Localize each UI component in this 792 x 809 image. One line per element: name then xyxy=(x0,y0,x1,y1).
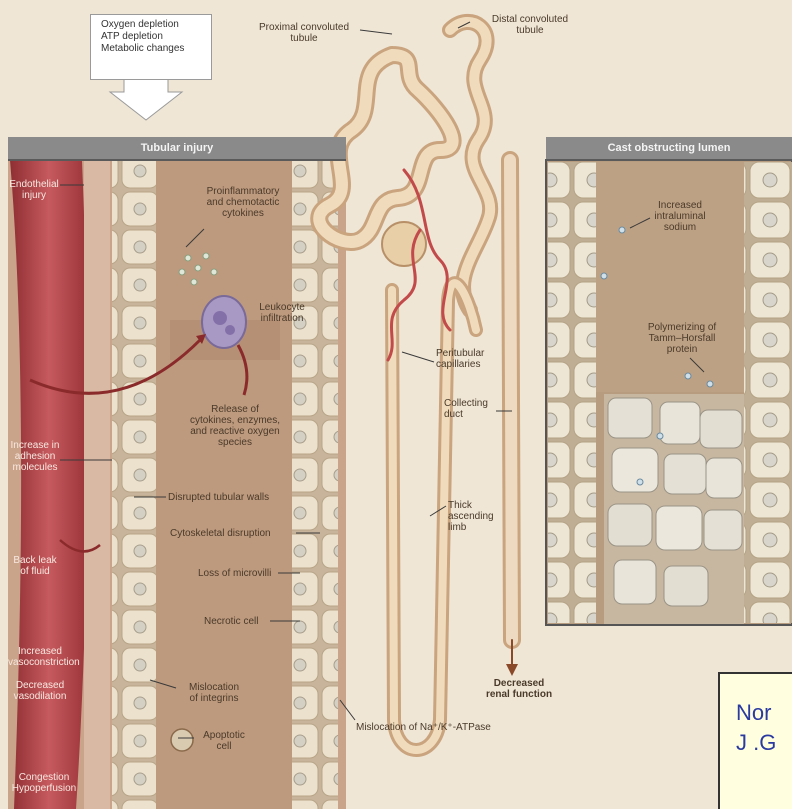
tubular-injury-header: Tubular injury xyxy=(8,137,346,161)
label-vasodilation: Decreased vasodilation xyxy=(8,680,72,702)
label-tamm-horsfall: Polymerizing of Tamm–Horsfall protein xyxy=(630,322,734,355)
label-congestion: Congestion Hypoperfusion xyxy=(8,772,80,794)
citation-line-1: Nor xyxy=(736,700,771,726)
cast-header: Cast obstructing lumen xyxy=(546,137,792,161)
callout-text: Oxygen depletion ATP depletion Metabolic… xyxy=(91,15,211,59)
label-apoptotic-cell: Apoptotic cell xyxy=(194,730,254,752)
label-proximal-tubule: Proximal convoluted tubule xyxy=(248,22,360,44)
label-release: Release of cytokines, enzymes, and react… xyxy=(170,404,300,448)
tubular-injury-panel xyxy=(8,160,346,809)
label-decreased-renal-function: Decreased renal function xyxy=(478,678,560,700)
label-loss-microvilli: Loss of microvilli xyxy=(198,568,280,579)
label-collecting-duct: Collecting duct xyxy=(444,398,500,420)
apoptotic-cell xyxy=(171,729,193,751)
label-leukocyte-infiltration: Leukocyte infiltration xyxy=(246,302,318,324)
interstitium xyxy=(84,160,110,809)
citation-box: Nor J .G xyxy=(718,672,792,809)
label-endothelial-injury: Endothelial injury xyxy=(8,179,60,201)
label-cytoskeletal: Cytoskeletal disruption xyxy=(170,528,294,539)
label-mislocation-pump: Mislocation of Na⁺/K⁺-ATPase xyxy=(356,722,536,733)
tubule-lumen xyxy=(156,160,292,809)
label-vasoconstriction: Increased vasoconstriction xyxy=(8,646,72,668)
label-disrupted-walls: Disrupted tubular walls xyxy=(168,492,298,503)
label-intraluminal-sodium: Increased intraluminal sodium xyxy=(640,200,720,233)
label-cytokines: Proinflammatory and chemotactic cytokine… xyxy=(190,186,296,219)
label-back-leak: Back leak of fluid xyxy=(8,555,62,577)
tubule-wall-left xyxy=(112,160,156,809)
tubule-wall-right xyxy=(292,160,338,809)
label-necrotic-cell: Necrotic cell xyxy=(204,616,270,627)
label-adhesion: Increase in adhesion molecules xyxy=(8,440,62,473)
stress-callout: Oxygen depletion ATP depletion Metabolic… xyxy=(90,14,212,80)
label-integrins: Mislocation of integrins xyxy=(176,682,252,704)
citation-line-2: J .G xyxy=(736,730,776,756)
protein-cast xyxy=(604,394,744,624)
blood-vessel xyxy=(10,160,88,809)
glomerulus xyxy=(382,222,426,266)
label-thick-ascending-limb: Thick ascending limb xyxy=(448,500,504,533)
label-peritubular-capillaries: Peritubular capillaries xyxy=(436,348,516,370)
label-distal-tubule: Distal convoluted tubule xyxy=(474,14,586,36)
